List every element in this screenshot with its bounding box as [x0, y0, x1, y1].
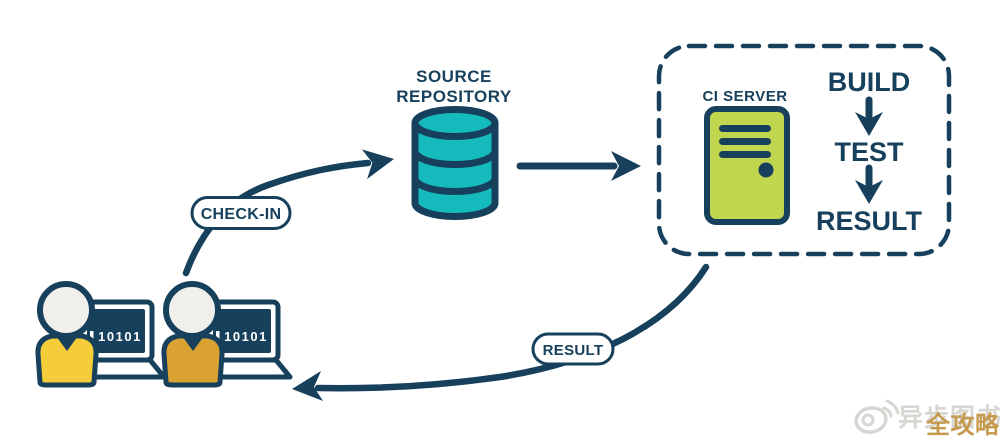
collar: [56, 336, 78, 351]
developer-shirt: [35, 333, 99, 388]
repository-title-line1: SOURCE: [416, 67, 492, 86]
checkin-arrow: [182, 149, 394, 277]
collar: [182, 336, 204, 351]
laptop-screen-code: 10101: [224, 329, 268, 344]
checkin-label: CHECK-IN: [201, 206, 282, 223]
developer-2: 10101: [161, 281, 293, 388]
ci-server-box: CI SERVER BUILD TEST RESULT: [656, 43, 952, 257]
developer-head: [37, 281, 95, 339]
checkin-arrowhead: [361, 149, 394, 179]
watermark-gold-text: 全攻略: [925, 411, 1000, 439]
developer-1: 10101: [35, 281, 167, 388]
server-icon: [704, 106, 790, 225]
down-arrow-1: [855, 96, 883, 136]
watermark-gray-text: 异步图书: [898, 404, 1000, 432]
result-pill: RESULT: [531, 332, 615, 366]
result-arrow: [292, 263, 710, 401]
laptop-icon: 10101: [73, 299, 167, 380]
repo-to-ci-arrow: [516, 151, 641, 181]
ci-server-label: CI SERVER: [702, 88, 787, 105]
repository-title-line2: REPOSITORY: [396, 87, 512, 106]
developer-head: [163, 281, 221, 339]
down-arrow-2: [855, 164, 883, 204]
result-arrowhead: [292, 371, 323, 401]
laptop-screen-code: 10101: [98, 329, 142, 344]
source-repository: SOURCE REPOSITORY: [396, 67, 512, 220]
weibo-icon: [854, 399, 900, 434]
watermark: 异步图书 全攻略: [854, 399, 1000, 439]
step-result: RESULT: [816, 206, 923, 236]
developer-shirt: [161, 333, 225, 388]
step-test: TEST: [834, 137, 904, 167]
laptop-icon: 10101: [199, 299, 293, 380]
repo-to-ci-arrowhead: [611, 151, 641, 181]
step-build: BUILD: [828, 67, 911, 97]
database-icon: [411, 106, 499, 220]
checkin-pill: CHECK-IN: [190, 196, 292, 230]
result-pill-label: RESULT: [543, 342, 604, 359]
